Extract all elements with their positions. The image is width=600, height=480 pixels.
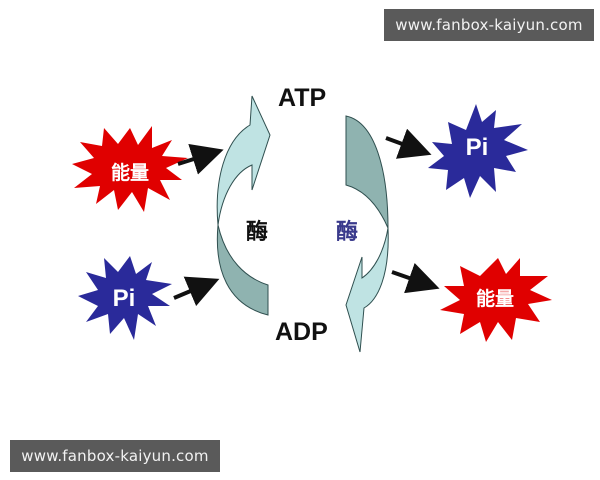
right-cycle-arrow-lower [345,227,389,353]
pi-output-burst [428,104,528,198]
pi-output-arrow [385,128,432,159]
energy-output-arrow [391,262,440,294]
energy-output-burst [440,258,552,342]
enzyme-right-label: 酶 [336,219,359,245]
watermark-bottom: www.fanbox-kaiyun.com [10,440,220,472]
pi-output-label: Pi [465,134,489,161]
enzyme-left-label: 酶 [246,219,269,245]
pi-input-label: Pi [112,285,136,312]
right-cycle-arrow-upper [345,115,389,229]
adp-label: ADP [275,318,328,346]
left-cycle-arrow-upper [216,95,271,226]
left-cycle-arrow-lower [216,224,269,316]
pi-input-arrow [173,276,220,307]
watermark-top: www.fanbox-kaiyun.com [384,9,594,41]
pi-input-burst [78,256,172,340]
atp-label: ATP [278,84,327,112]
energy-output-label: 能量 [475,288,514,310]
energy-input-burst [72,126,188,212]
energy-input-label: 能量 [110,162,149,184]
energy-input-arrow [177,143,224,175]
